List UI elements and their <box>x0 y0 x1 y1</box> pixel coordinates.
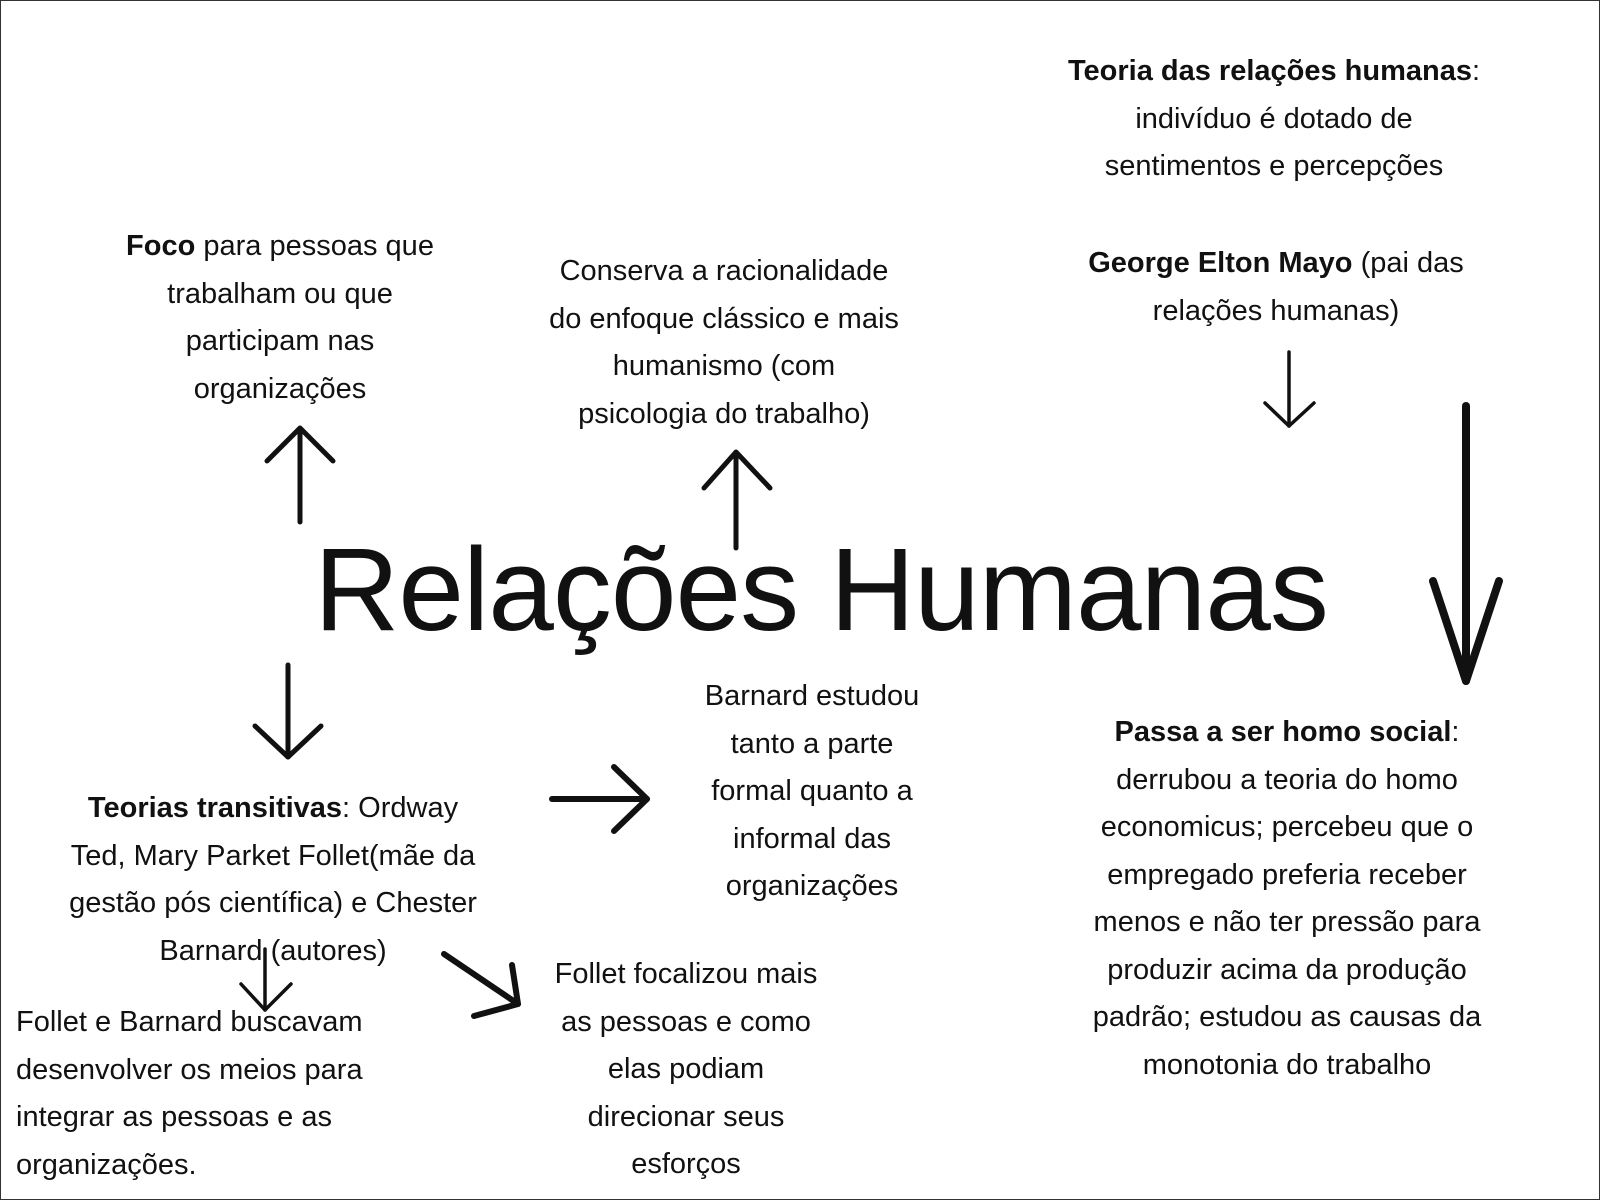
foco-heading: Foco <box>126 230 196 262</box>
conserva-note: Conserva a racionalidade do enfoque clás… <box>549 248 899 438</box>
foco-note: Foco para pessoas que trabalham ou que p… <box>126 223 434 413</box>
arrow-up-icon <box>264 425 336 525</box>
mayo-name: George Elton Mayo <box>1088 247 1353 279</box>
theory-line: sentimentos e percepções <box>1104 150 1444 182</box>
arrow-down-icon <box>1429 402 1503 685</box>
arrow-up-icon <box>701 449 773 551</box>
barnard-line: tanto a parte <box>730 727 894 760</box>
barnard-line: formal quanto a <box>711 775 913 807</box>
arrow-down-icon <box>239 947 293 1012</box>
transitivas-line: Barnard (autores) <box>159 934 387 967</box>
homo-social-note: Passa a ser homo social: derrubou a teor… <box>1093 709 1482 1089</box>
foco-line: trabalham ou que <box>167 277 393 310</box>
transitivas-heading: Teorias transitivas <box>87 792 343 824</box>
homo-line: economicus; percebeu que o <box>1100 811 1474 843</box>
theory-line: indivíduo é dotado de <box>1135 102 1413 135</box>
integrar-line: Follet e Barnard buscavam <box>16 1006 363 1038</box>
focalizou-line: direcionar seus <box>587 1100 785 1133</box>
foco-line: participam nas <box>185 325 375 357</box>
barnard-line: organizações <box>725 870 899 902</box>
focalizou-line: as pessoas e como <box>561 1005 811 1038</box>
homo-line: empregado preferia receber <box>1107 858 1467 891</box>
focalizou-line: esforços <box>631 1148 741 1180</box>
focalizou-line: elas podiam <box>607 1053 765 1085</box>
barnard-line: Barnard estudou <box>704 680 920 712</box>
conserva-line: do enfoque clássico e mais <box>549 302 899 335</box>
theory-note: Teoria das relações humanas: indivíduo é… <box>1068 48 1480 191</box>
arrow-down-icon <box>1263 350 1316 428</box>
mayo-note: George Elton Mayo (pai das relações huma… <box>1088 240 1464 335</box>
integrar-note: Follet e Barnard buscavam desenvolver os… <box>16 999 363 1189</box>
arrow-down-icon <box>252 662 324 760</box>
transitivas-note: Teorias transitivas: Ordway Ted, Mary Pa… <box>69 785 477 975</box>
homo-line: padrão; estudou as causas da <box>1092 1001 1482 1033</box>
conserva-line: Conserva a racionalidade <box>559 255 889 287</box>
homo-line: menos e não ter pressão para <box>1093 906 1481 938</box>
integrar-line: organizações. <box>16 1148 197 1181</box>
homo-line: derrubou a teoria do homo <box>1116 763 1458 796</box>
homo-heading: Passa a ser homo social <box>1114 716 1452 748</box>
homo-line: produzir acima da produção <box>1107 953 1467 986</box>
conserva-line: psicologia do trabalho) <box>578 397 870 430</box>
homo-line: monotonia do trabalho <box>1142 1048 1432 1081</box>
focalizou-line: Follet focalizou mais <box>554 958 818 990</box>
conserva-line: humanismo (com <box>612 350 836 382</box>
foco-line: organizações <box>193 372 367 405</box>
focalizou-note: Follet focalizou mais as pessoas e como … <box>555 951 818 1189</box>
transitivas-line: Ted, Mary Parket Follet(mãe da <box>70 839 476 872</box>
integrar-line: desenvolver os meios para <box>16 1053 363 1086</box>
barnard-line: informal das <box>733 822 891 855</box>
theory-heading: Teoria das relações humanas <box>1067 55 1472 87</box>
barnard-note: Barnard estudou tanto a parte formal qua… <box>705 673 919 911</box>
transitivas-line: gestão pós científica) e Chester <box>69 887 477 919</box>
central-title: Relações Humanas <box>314 524 1329 656</box>
arrow-diagonal-icon <box>441 951 521 1019</box>
arrow-right-icon <box>549 764 650 834</box>
mayo-line: relações humanas) <box>1152 294 1400 327</box>
integrar-line: integrar as pessoas e as <box>16 1101 332 1133</box>
